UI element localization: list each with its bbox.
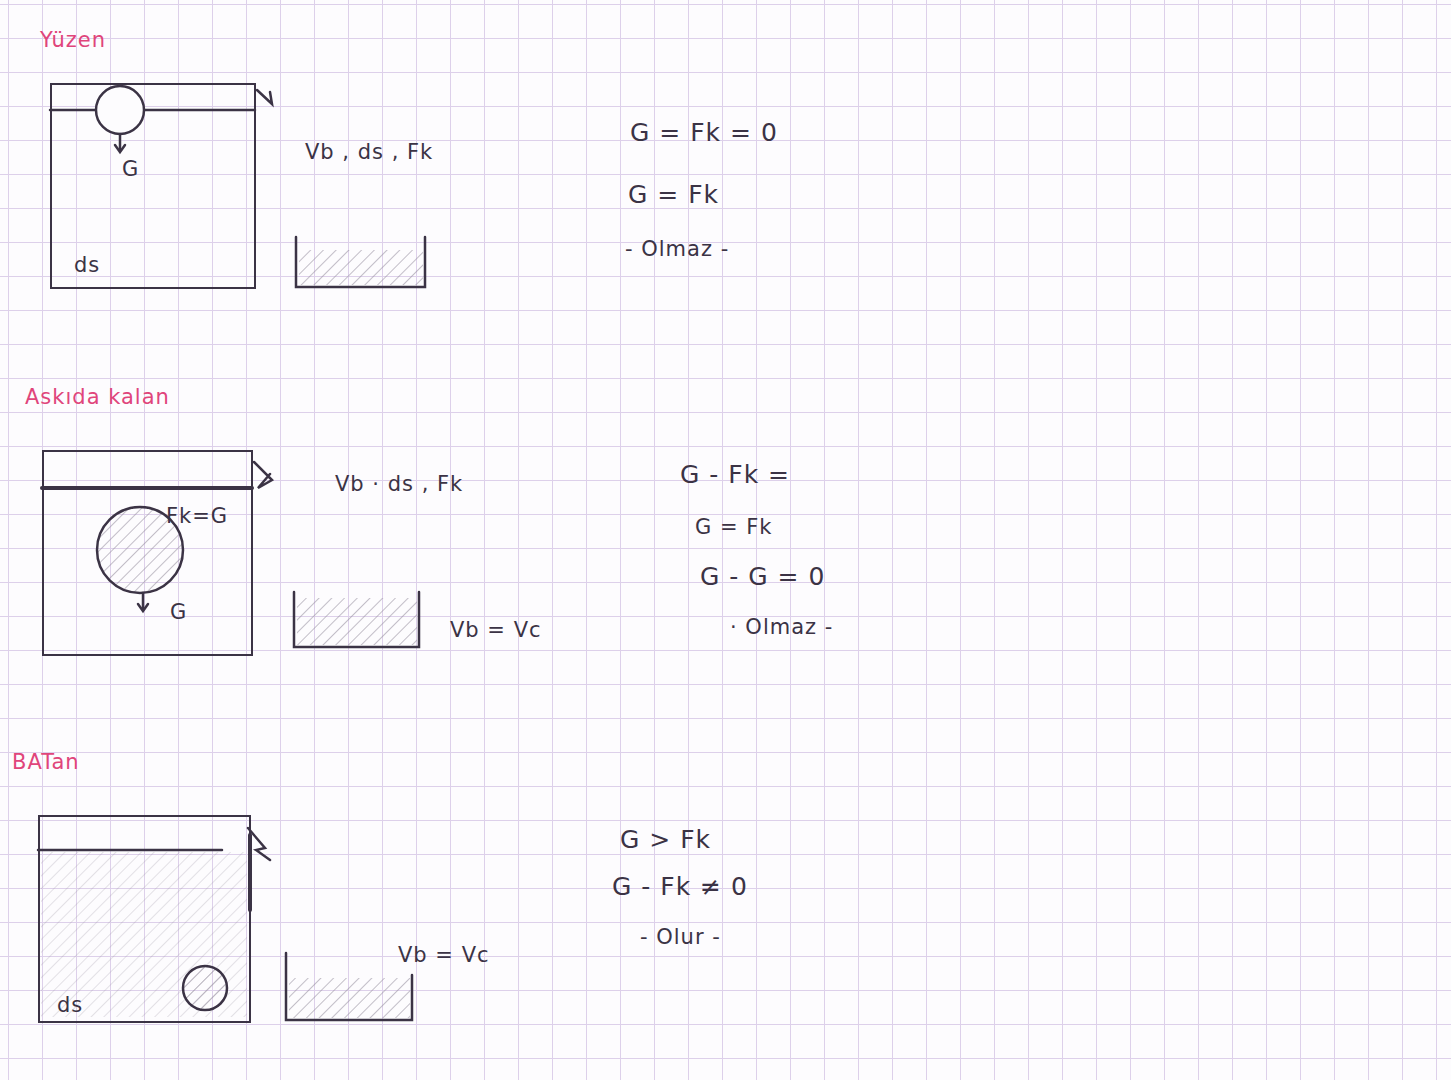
weight-arrow <box>119 134 122 150</box>
floating-ball <box>96 86 144 134</box>
overflow-water <box>297 598 417 645</box>
tank-label: ds <box>57 993 83 1017</box>
note: G - Fk ≠ 0 <box>612 872 748 901</box>
tank: Fk=G G <box>42 450 253 656</box>
tank-label: ds <box>74 253 100 277</box>
water-line <box>38 849 222 852</box>
note: G = Fk = 0 <box>630 118 778 147</box>
tank-label: G <box>170 600 187 624</box>
sinking-ball <box>183 966 227 1010</box>
note: - Olur - <box>640 925 721 949</box>
note: Vb = Vc <box>398 943 490 967</box>
heading: BATan <box>12 750 80 774</box>
pour-mark <box>248 828 270 860</box>
overflow-water <box>289 978 410 1018</box>
water-line <box>50 109 255 112</box>
tank: ds <box>38 815 251 1023</box>
heading: Askıda kalan <box>25 385 170 409</box>
water <box>41 852 247 1017</box>
heading: Yüzen <box>40 28 106 52</box>
tank: Gds <box>50 83 256 289</box>
pour-mark <box>254 462 272 488</box>
note: - Olmaz - <box>625 237 729 261</box>
note: Vb · ds , Fk <box>335 472 463 496</box>
beaker <box>286 953 412 1020</box>
note: Vb = Vc <box>450 618 542 642</box>
beaker <box>296 237 425 287</box>
water-line <box>42 486 252 490</box>
note: G > Fk <box>620 825 711 854</box>
note: G - Fk = <box>680 460 790 489</box>
arrow-head <box>115 145 125 152</box>
tank-label: Fk=G <box>166 504 228 528</box>
tank-label: G <box>122 157 139 181</box>
arrow-head <box>138 604 148 611</box>
note: G = Fk <box>628 180 719 209</box>
pour-mark <box>257 90 272 104</box>
note: G - G = 0 <box>700 562 825 591</box>
overflow-water <box>299 250 423 285</box>
note: G = Fk <box>695 515 772 539</box>
weight-arrow <box>142 593 145 610</box>
note: · Olmaz - <box>730 615 833 639</box>
beaker <box>294 592 419 647</box>
note: Vb , ds , Fk <box>305 140 433 164</box>
